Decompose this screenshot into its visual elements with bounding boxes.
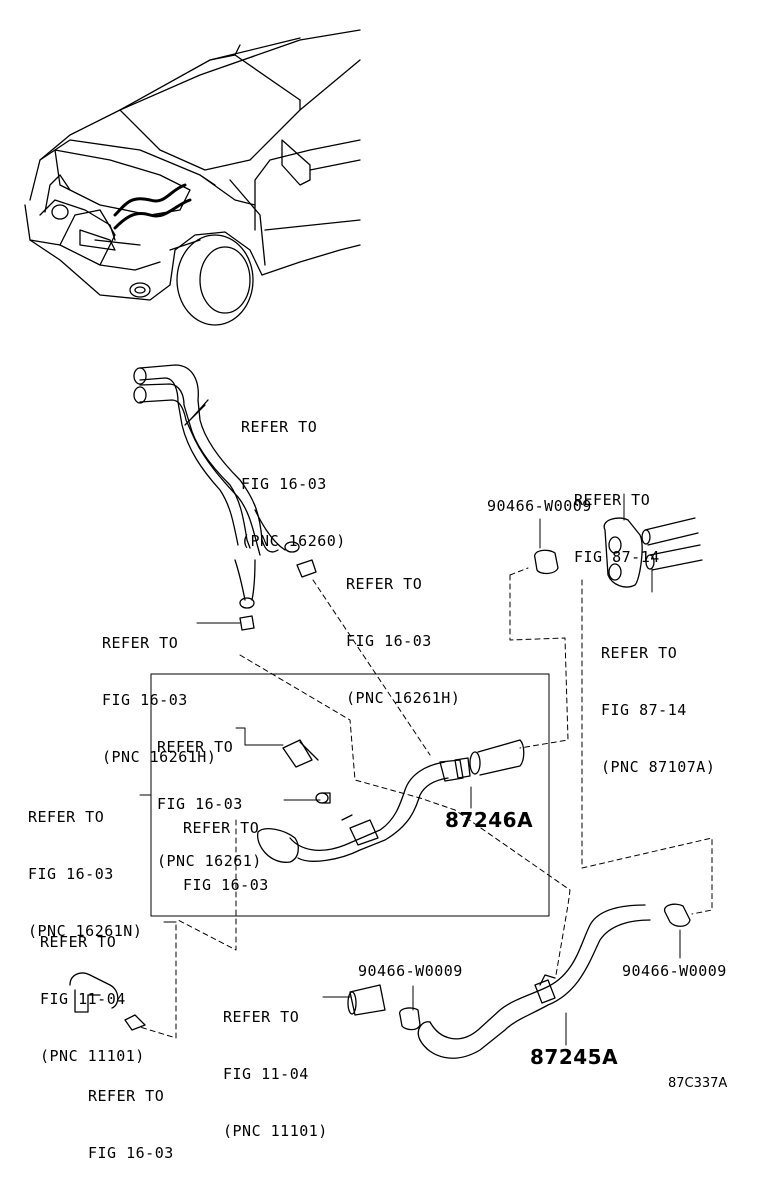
boxed-hose (257, 739, 525, 863)
part-number-clamp-bottom: 90466-W0009 (358, 962, 463, 980)
car-illustration (24, 29, 361, 326)
twin-hose-assembly (133, 364, 317, 631)
callout-line: REFER TO (346, 575, 423, 593)
callout-line: (PNC 87107A) (601, 758, 716, 776)
callout-pnc-16260: REFER TO FIG 16-03 (PNC 16260) (241, 380, 346, 570)
callout-line: REFER TO (241, 418, 318, 436)
callout-line: FIG 16-03 (241, 475, 327, 493)
callout-line: REFER TO (574, 491, 651, 509)
callout-pnc-16261h-left: REFER TO FIG 16-03 (PNC 16261H) (102, 596, 216, 786)
callout-line: (PNC 11101) (223, 1122, 328, 1140)
callout-pnc-16261h-right: REFER TO FIG 16-03 (PNC 16261H) (346, 537, 460, 727)
callout-line: FIG 87-14 (574, 548, 660, 566)
heater-hose-diagram (24, 29, 713, 1059)
callout-pnc-16261: REFER TO FIG 16-03 (PNC 16261) (157, 700, 262, 890)
callout-line: (PNC 16260) (241, 532, 346, 550)
callout-line: REFER TO (102, 634, 179, 652)
callout-line: (PNC 16261) (157, 852, 262, 870)
figure-code: 87C337A (668, 1076, 728, 1091)
callout-pnc-16261n: REFER TO FIG 16-03 (PNC 16261N) (28, 770, 142, 960)
part-number-clamp-right: 90466-W0009 (622, 962, 727, 980)
callout-pnc-11101-center: REFER TO FIG 11-04 (PNC 11101) (223, 970, 328, 1160)
callout-line: (PNC 16261H) (346, 689, 461, 707)
part-number-87245a: 87245A (530, 1045, 619, 1069)
callout-line: FIG 16-03 (183, 876, 269, 894)
callout-line: FIG 16-03 (88, 1144, 174, 1162)
outlet-hose (347, 903, 691, 1059)
part-number-clamp-top: 90466-W0009 (487, 497, 592, 515)
callout-line: REFER TO (28, 808, 105, 826)
grommet-assembly (534, 517, 703, 588)
part-number-87246a: 87246A (445, 808, 534, 832)
callout-fig-16-03-inset: REFER TO FIG 16-03 (183, 781, 269, 914)
callout-line: REFER TO (88, 1087, 165, 1105)
callout-fig-87-14: REFER TO FIG 87-14 (574, 453, 660, 586)
callout-line: FIG 16-03 (346, 632, 432, 650)
callout-line: (PNC 16261N) (28, 922, 143, 940)
callout-pnc-11101-left: REFER TO FIG 11-04 (PNC 11101) (40, 895, 145, 1085)
callout-line: REFER TO (40, 933, 117, 951)
callout-line: FIG 11-04 (223, 1065, 309, 1083)
callout-line: FIG 11-04 (40, 990, 126, 1008)
dashed-reference-lines (139, 567, 713, 1039)
callout-line: REFER TO (157, 738, 234, 756)
callout-line: REFER TO (601, 644, 678, 662)
callout-pnc-87107a: REFER TO FIG 87-14 (PNC 87107A) (601, 606, 715, 796)
callout-line: FIG 16-03 (28, 865, 114, 883)
callout-line: FIG 87-14 (601, 701, 687, 719)
callout-line: FIG 16-03 (102, 691, 188, 709)
elbow-connector (69, 972, 146, 1031)
callout-line: (PNC 11101) (40, 1047, 145, 1065)
leader-lines (139, 493, 681, 1046)
callout-fig-16-03-bottom: REFER TO FIG 16-03 (88, 1049, 174, 1182)
callout-line: (PNC 16261H) (102, 748, 217, 766)
callout-line: FIG 16-03 (157, 795, 243, 813)
callout-line: REFER TO (183, 819, 260, 837)
callout-line: REFER TO (223, 1008, 300, 1026)
